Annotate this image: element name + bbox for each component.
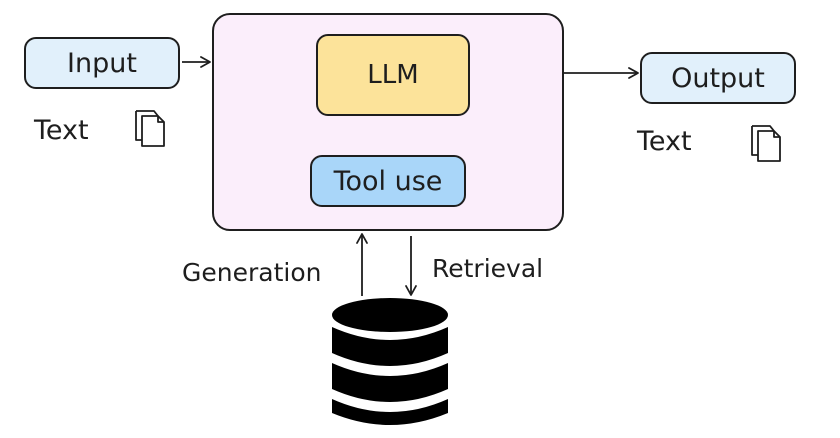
llm-node: LLM <box>316 34 470 116</box>
output-node-label: Output <box>671 62 765 94</box>
tool-use-node-label: Tool use <box>333 165 443 197</box>
input-node: Input <box>24 37 180 89</box>
document-copy-icon <box>751 125 781 162</box>
input-node-label: Input <box>67 47 137 79</box>
output-type-label: Text <box>637 126 692 157</box>
output-node: Output <box>640 52 796 104</box>
document-copy-icon <box>135 110 165 147</box>
llm-node-label: LLM <box>367 60 419 90</box>
retrieval-label: Retrieval <box>432 254 544 283</box>
input-type-label: Text <box>34 115 89 146</box>
database-icon <box>332 298 448 425</box>
generation-label: Generation <box>182 258 322 287</box>
tool-use-node: Tool use <box>310 155 466 207</box>
